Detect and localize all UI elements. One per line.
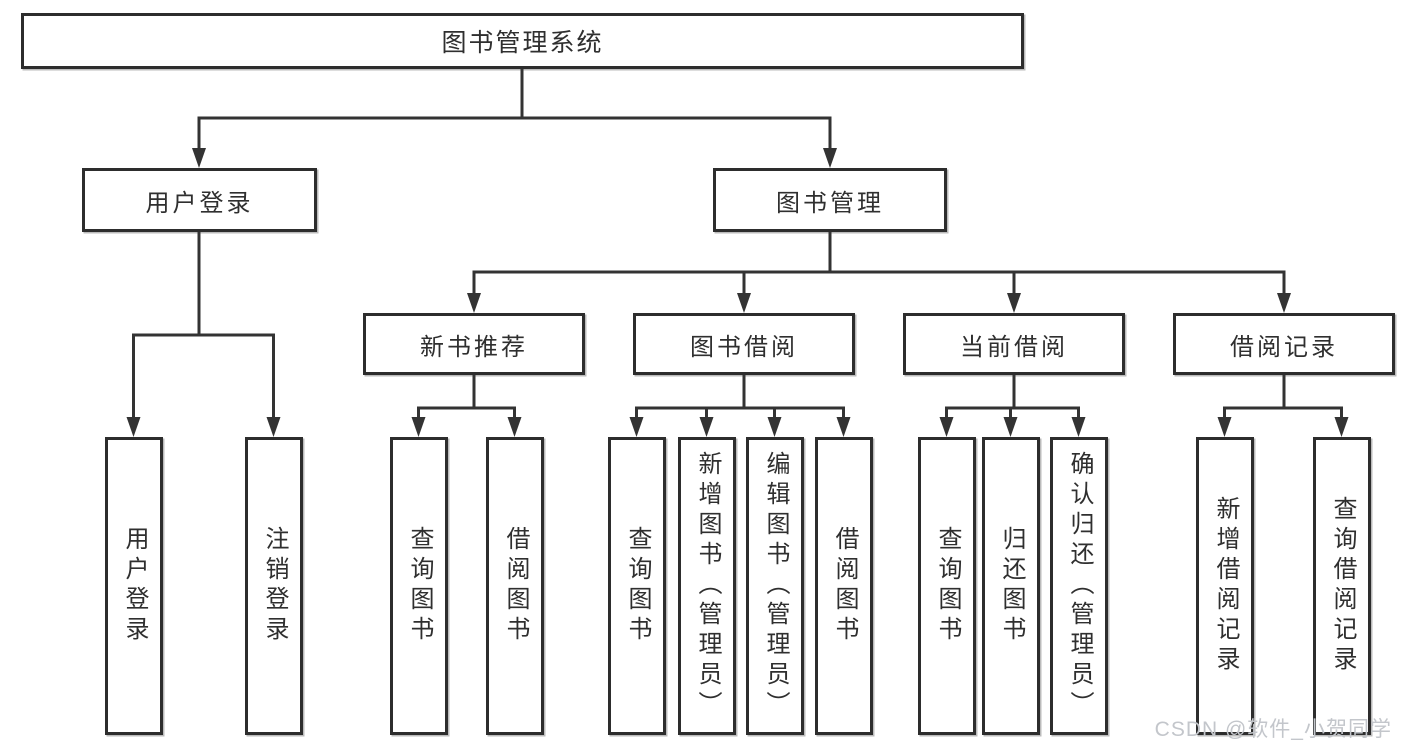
leaf-return-book-label: 归还图书 <box>998 526 1025 646</box>
node-borrowing-records-label: 借阅记录 <box>1230 333 1338 361</box>
node-current-borrowing: 当前借阅 <box>903 313 1125 375</box>
leaf-user-login: 用户登录 <box>105 437 163 735</box>
leaf-borrow-books: 借阅图书 <box>815 437 873 735</box>
leaf-return-book: 归还图书 <box>982 437 1040 735</box>
leaf-logout: 注销登录 <box>245 437 303 735</box>
node-user-login: 用户登录 <box>82 168 317 232</box>
node-book-borrowing-label: 图书借阅 <box>690 333 798 361</box>
leaf-query-borrow-record: 查询借阅记录 <box>1313 437 1371 735</box>
leaf-borrow-books-label: 借阅图书 <box>831 526 858 646</box>
node-book-borrowing: 图书借阅 <box>633 313 855 375</box>
leaf-add-borrow-record-label: 新增借阅记录 <box>1212 496 1239 676</box>
node-root-system: 图书管理系统 <box>21 13 1024 69</box>
leaf-add-book-admin: 新增图书（管理员） <box>678 437 736 735</box>
csdn-watermark: CSDN @软件_小贺同学 <box>1154 718 1392 741</box>
node-user-login-label: 用户登录 <box>145 189 254 217</box>
leaf-add-book-admin-label: 新增图书（管理员） <box>694 451 721 721</box>
leaf-query-books-current-label: 查询图书 <box>934 526 961 646</box>
leaf-borrow-books-recommend: 借阅图书 <box>486 437 544 735</box>
node-current-borrowing-label: 当前借阅 <box>960 333 1068 361</box>
node-root-label: 图书管理系统 <box>441 29 604 57</box>
leaf-query-books-borrowing-label: 查询图书 <box>624 526 651 646</box>
leaf-query-borrow-record-label: 查询借阅记录 <box>1329 496 1356 676</box>
leaf-edit-book-admin-label: 编辑图书（管理员） <box>762 451 789 721</box>
leaf-query-books-recommend: 查询图书 <box>390 437 448 735</box>
leaf-add-borrow-record: 新增借阅记录 <box>1196 437 1254 735</box>
leaf-user-login-label: 用户登录 <box>121 526 148 646</box>
leaf-query-books-current: 查询图书 <box>918 437 976 735</box>
leaf-borrow-books-recommend-label: 借阅图书 <box>502 526 529 646</box>
node-borrowing-records: 借阅记录 <box>1173 313 1395 375</box>
node-book-management: 图书管理 <box>713 168 947 232</box>
leaf-query-books-borrowing: 查询图书 <box>608 437 666 735</box>
node-new-book-recommend: 新书推荐 <box>363 313 585 375</box>
leaf-confirm-return-admin-label: 确认归还（管理员） <box>1066 451 1093 721</box>
leaf-confirm-return-admin: 确认归还（管理员） <box>1050 437 1108 735</box>
node-book-management-label: 图书管理 <box>776 189 884 217</box>
node-new-book-recommend-label: 新书推荐 <box>420 333 528 361</box>
leaf-logout-label: 注销登录 <box>261 526 288 646</box>
leaf-edit-book-admin: 编辑图书（管理员） <box>746 437 804 735</box>
leaf-query-books-recommend-label: 查询图书 <box>406 526 433 646</box>
